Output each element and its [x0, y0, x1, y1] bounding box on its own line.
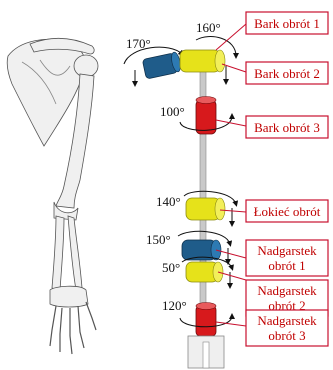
label-lokiec: Łokieć obrót	[246, 200, 328, 222]
svg-text:obrót 3: obrót 3	[268, 328, 305, 343]
angle-nadgarstek-3: 120°	[162, 298, 187, 313]
svg-text:Bark obrót 3: Bark obrót 3	[254, 120, 320, 135]
angle-nadgarstek-2: 50°	[162, 260, 180, 275]
label-bark-2: Bark obrót 2	[246, 62, 328, 84]
angle-bark-1: 170°	[126, 36, 151, 51]
svg-text:Nadgarstek: Nadgarstek	[257, 283, 317, 298]
label-bark-1: Bark obrót 1	[246, 12, 328, 34]
joint-lokiec	[184, 191, 236, 224]
gripper	[188, 336, 224, 368]
joint-bark-1	[124, 47, 182, 84]
svg-text:Nadgarstek: Nadgarstek	[257, 313, 317, 328]
ulna-bone	[52, 216, 64, 290]
radius-bone	[68, 216, 82, 290]
angle-bark-3: 100°	[160, 104, 185, 119]
label-nadgarstek-3: Nadgarstek obrót 3	[246, 310, 328, 346]
hand-bones	[50, 302, 96, 354]
label-bark-3: Bark obrót 3	[246, 116, 328, 138]
scapula-bone	[7, 39, 85, 146]
svg-text:obrót 1: obrót 1	[268, 258, 305, 273]
svg-text:Bark obrót 2: Bark obrót 2	[254, 66, 320, 81]
svg-text:Bark obrót 1: Bark obrót 1	[254, 16, 320, 31]
angle-nadgarstek-1: 150°	[146, 232, 171, 247]
angle-lokiec: 140°	[156, 194, 181, 209]
joint-bark-2	[180, 37, 236, 82]
label-nadgarstek-1: Nadgarstek obrót 1	[246, 240, 328, 276]
svg-text:Łokieć obrót: Łokieć obrót	[254, 204, 321, 219]
svg-text:Nadgarstek: Nadgarstek	[257, 243, 317, 258]
joint-nadgarstek-3	[180, 303, 232, 337]
angle-bark-2: 160°	[196, 20, 221, 35]
humerus-head	[74, 55, 98, 77]
joint-nadgarstek-2	[182, 257, 232, 286]
arm-skeleton-illustration	[7, 38, 98, 354]
joint-bark-3	[180, 97, 232, 135]
wrist-bones	[50, 286, 88, 307]
